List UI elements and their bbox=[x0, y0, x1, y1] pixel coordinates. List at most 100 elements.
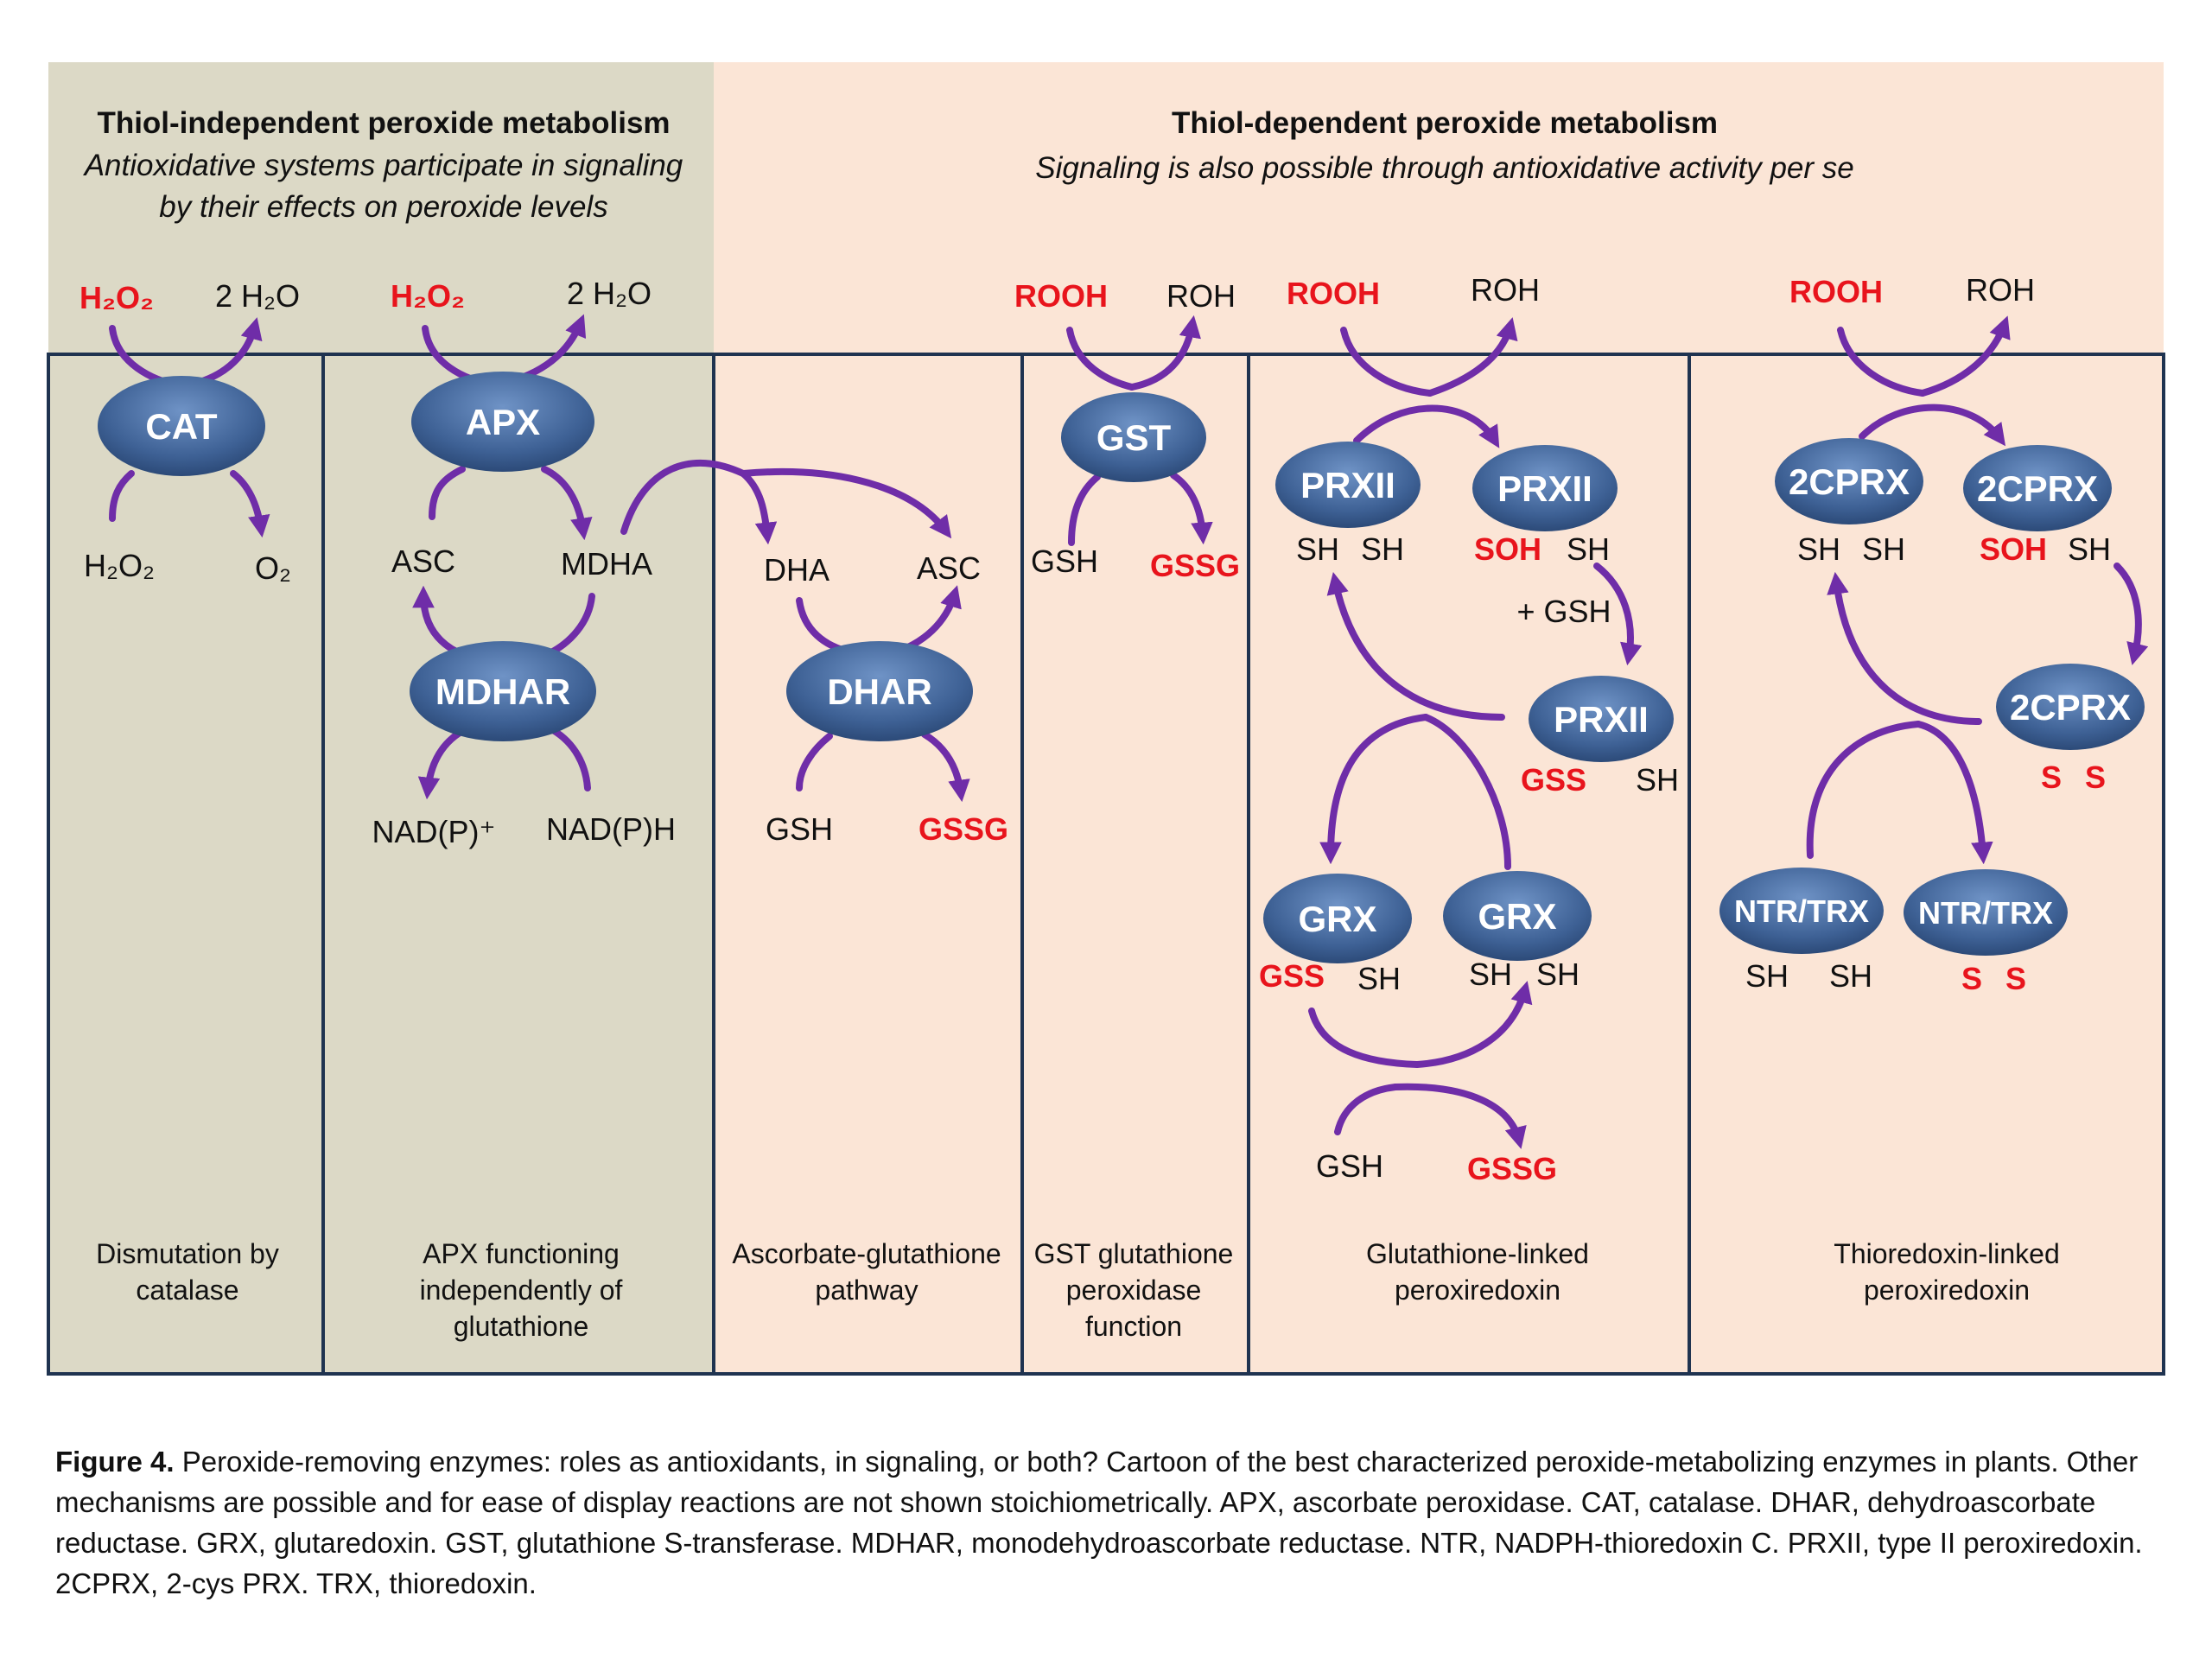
enzyme-label: NTR/TRX bbox=[1734, 893, 1869, 929]
enzyme-label: GRX bbox=[1478, 896, 1556, 937]
enzyme-gst: GST bbox=[1061, 392, 1206, 482]
enzyme-mdhar: MDHAR bbox=[410, 641, 596, 741]
enzyme-ntr-trx: NTR/TRX bbox=[1904, 869, 2068, 956]
enzyme-prxii: PRXII bbox=[1529, 676, 1674, 762]
footer-line: peroxiredoxin bbox=[1864, 1274, 2030, 1306]
species-label: MDHA bbox=[561, 546, 652, 582]
species-label: GSS bbox=[1521, 762, 1586, 798]
species-label: 2 H₂O bbox=[567, 276, 652, 311]
enzyme-ntr-trx: NTR/TRX bbox=[1719, 868, 1884, 954]
species-label: S bbox=[2085, 760, 2106, 795]
arrow bbox=[921, 731, 970, 803]
species-label: NAD(P)⁺ bbox=[372, 814, 496, 849]
species-label: SH bbox=[1636, 762, 1679, 798]
arrow bbox=[1353, 404, 1500, 448]
arrow bbox=[412, 585, 461, 656]
species-label: SH bbox=[1357, 961, 1401, 996]
right-header-subtitle: Signaling is also possible through antio… bbox=[1035, 151, 1853, 185]
species-label: SH bbox=[1797, 531, 1840, 567]
enzyme-label: MDHAR bbox=[435, 671, 570, 712]
arrow bbox=[1308, 1007, 1421, 1068]
species-label: H₂O₂ bbox=[79, 280, 154, 315]
footer-line: pathway bbox=[815, 1274, 918, 1306]
species-label: SOH bbox=[1980, 531, 2047, 567]
species-label: ROH bbox=[1966, 272, 2035, 308]
enzyme-label: 2CPRX bbox=[2010, 687, 2131, 728]
arrow bbox=[1806, 721, 1922, 859]
arrow bbox=[1593, 563, 1643, 666]
species-label: ROOH bbox=[1789, 274, 1883, 309]
species-label: SOH bbox=[1474, 531, 1541, 567]
enzyme-grx: GRX bbox=[1443, 871, 1592, 961]
enzyme-grx: GRX bbox=[1263, 874, 1412, 963]
left-header: Thiol-independent peroxide metabolism An… bbox=[83, 106, 683, 224]
species-label: SH bbox=[1469, 957, 1512, 992]
arrow bbox=[1170, 472, 1213, 545]
footer-line: peroxiredoxin bbox=[1395, 1274, 1560, 1306]
species-label: SH bbox=[1862, 531, 1905, 567]
left-background bbox=[48, 62, 714, 1374]
left-header-title: Thiol-independent peroxide metabolism bbox=[97, 106, 670, 140]
footer-line: glutathione bbox=[454, 1311, 589, 1342]
enzyme-label: 2CPRX bbox=[1789, 461, 1910, 502]
arrow bbox=[1837, 327, 1926, 397]
caption-label: Figure 4. bbox=[55, 1446, 175, 1478]
footer-line: function bbox=[1085, 1311, 1182, 1342]
right-header-title: Thiol-dependent peroxide metabolism bbox=[1172, 106, 1718, 140]
arrow bbox=[740, 468, 952, 539]
arrow bbox=[429, 466, 466, 520]
enzyme-label: DHAR bbox=[827, 671, 931, 712]
species-label: ROH bbox=[1166, 278, 1236, 314]
arrow bbox=[1392, 1083, 1527, 1149]
species-label: GSSG bbox=[1467, 1151, 1557, 1186]
arrow bbox=[1340, 327, 1433, 397]
species-label: DHA bbox=[764, 552, 830, 588]
species-label: SH bbox=[2068, 531, 2111, 567]
species-label: S bbox=[1961, 961, 1982, 996]
species-label: ROH bbox=[1471, 272, 1540, 308]
arrow bbox=[1128, 315, 1201, 391]
arrow bbox=[1427, 317, 1518, 397]
enzyme-2cprx: 2CPRX bbox=[1775, 438, 1923, 524]
enzymes: CAT APX MDHAR DHAR GST PRXII PRXII PRXI bbox=[98, 372, 2145, 963]
species-label: SH bbox=[1536, 957, 1580, 992]
enzyme-label: NTR/TRX bbox=[1918, 895, 2053, 931]
enzyme-apx: APX bbox=[411, 372, 594, 472]
enzyme-dhar: DHAR bbox=[786, 641, 973, 741]
arrow bbox=[1422, 714, 1511, 870]
caption-text: Peroxide-removing enzymes: roles as anti… bbox=[55, 1446, 2143, 1599]
species-label: S bbox=[2005, 961, 2026, 996]
arrow bbox=[1066, 327, 1135, 391]
panel-borders bbox=[47, 353, 2165, 1376]
species-label: GSH bbox=[1031, 543, 1098, 579]
enzyme-label: APX bbox=[466, 402, 540, 442]
arrow bbox=[1915, 721, 1993, 865]
arrow bbox=[1068, 474, 1101, 546]
enzyme-2cprx: 2CPRX bbox=[1996, 664, 2145, 750]
right-header: Thiol-dependent peroxide metabolism Sign… bbox=[1035, 106, 1853, 185]
species-label: H₂O₂ bbox=[84, 548, 155, 583]
species-label: GSH bbox=[766, 811, 833, 847]
enzyme-label: PRXII bbox=[1554, 699, 1649, 740]
species-label: O₂ bbox=[255, 550, 291, 586]
enzyme-cat: CAT bbox=[98, 376, 265, 476]
species-label: SH bbox=[1361, 531, 1404, 567]
footer-line: GST glutathione bbox=[1034, 1238, 1234, 1269]
footer-line: Dismutation by bbox=[96, 1238, 279, 1269]
left-header-subtitle-line1: Antioxidative systems participate in sig… bbox=[83, 149, 683, 182]
species-label: SH bbox=[1296, 531, 1339, 567]
footer-line: peroxidase bbox=[1066, 1274, 1202, 1306]
arrow bbox=[1326, 571, 1505, 721]
footer-line: Ascorbate-glutathione bbox=[732, 1238, 1001, 1269]
arrow bbox=[1859, 404, 2006, 447]
footer-line: Glutathione-linked bbox=[1366, 1238, 1589, 1269]
arrow bbox=[1319, 714, 1429, 865]
species-label: NAD(P)H bbox=[546, 811, 676, 847]
species-label: GSSG bbox=[918, 811, 1008, 847]
footer-line: independently of bbox=[420, 1274, 623, 1306]
arrow bbox=[620, 459, 778, 545]
species-label: 2 H₂O bbox=[215, 278, 300, 314]
species-label: SH bbox=[1745, 958, 1789, 994]
arrow bbox=[550, 727, 591, 791]
